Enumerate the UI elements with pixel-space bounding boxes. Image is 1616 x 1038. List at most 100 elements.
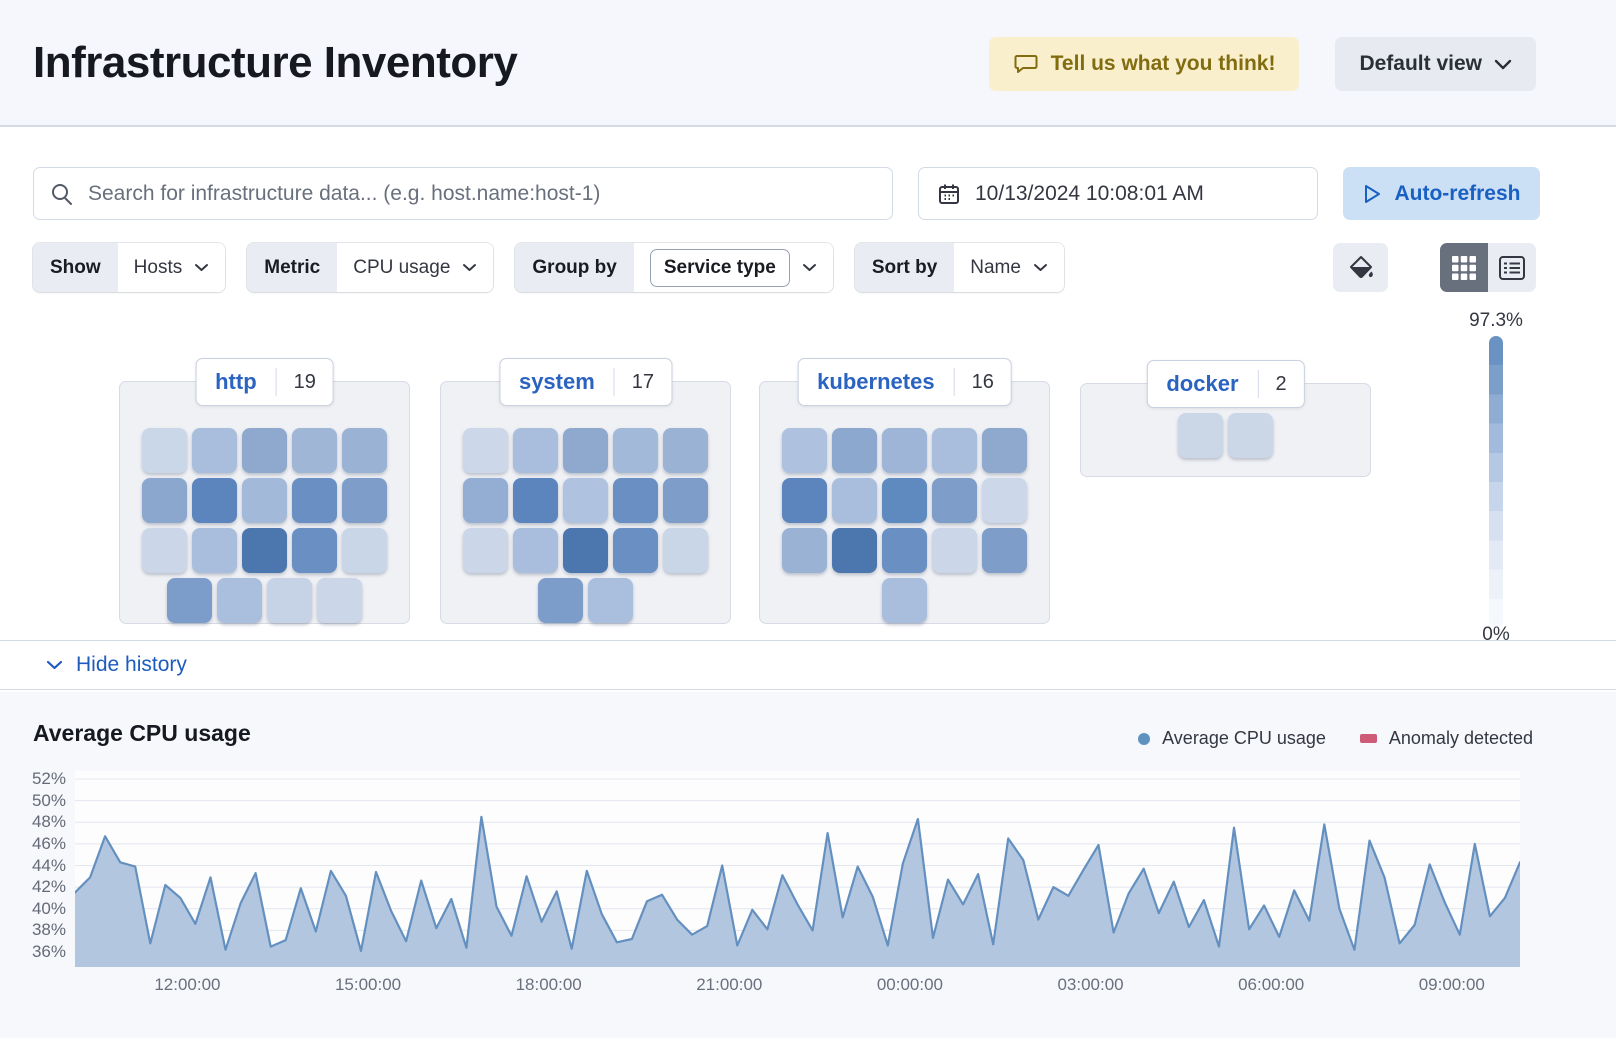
host-tile[interactable] [242,528,287,573]
cpu-history-chart [75,771,1520,967]
host-tile[interactable] [342,428,387,473]
y-axis-tick-label: 36% [31,942,66,961]
search-input[interactable] [86,180,876,207]
show-select[interactable]: Hosts [117,243,226,292]
host-tile[interactable] [142,528,187,573]
datetime-value: 10/13/2024 10:08:01 AM [975,181,1204,205]
y-axis-tick-label: 44% [31,855,66,875]
tile-row [882,578,927,623]
host-tile[interactable] [342,478,387,523]
legend-options-button[interactable] [1333,243,1388,292]
host-tile[interactable] [782,478,827,523]
host-tile[interactable] [242,478,287,523]
legend-item-avg-cpu[interactable]: Average CPU usage [1138,728,1326,749]
map-view-button[interactable] [1440,243,1488,292]
legend-item-anomaly[interactable]: Anomaly detected [1359,728,1533,749]
x-axis-tick-label: 15:00:00 [334,975,402,994]
host-tile[interactable] [1228,413,1273,458]
host-tile[interactable] [563,478,608,523]
chevron-down-icon [463,264,477,271]
auto-refresh-button[interactable]: Auto-refresh [1343,167,1540,220]
host-tile[interactable] [167,578,212,623]
host-tile[interactable] [292,478,337,523]
host-tile[interactable] [513,478,558,523]
auto-refresh-label: Auto-refresh [1394,181,1521,205]
host-tile[interactable] [142,478,187,523]
host-tile[interactable] [292,428,337,473]
host-tile[interactable] [663,478,708,523]
host-tile[interactable] [463,478,508,523]
host-tile[interactable] [982,528,1027,573]
host-tile[interactable] [292,528,337,573]
tile-row [538,578,633,623]
host-tile[interactable] [142,428,187,473]
host-tile[interactable] [192,428,237,473]
page-header: Infrastructure Inventory Tell us what yo… [0,0,1616,127]
tile-row [142,478,387,523]
x-axis-tick-label: 09:00:00 [1418,975,1485,994]
host-tile[interactable] [192,478,237,523]
host-tile[interactable] [832,428,877,473]
groupby-label: Group by [515,243,634,292]
hide-history-toggle[interactable]: Hide history [0,640,1616,690]
host-tile[interactable] [267,578,312,623]
table-view-button[interactable] [1488,243,1536,292]
host-tile[interactable] [932,478,977,523]
y-axis-tick-label: 48% [31,812,66,832]
metric-select[interactable]: CPU usage [337,243,494,292]
view-selector-button[interactable]: Default view [1335,37,1536,91]
host-tile[interactable] [563,528,608,573]
host-tile[interactable] [1178,413,1223,458]
host-tile[interactable] [538,578,583,623]
feedback-button[interactable]: Tell us what you think! [988,37,1300,91]
host-tile[interactable] [932,528,977,573]
groupby-value-pill[interactable]: Service type [649,248,790,287]
host-tile[interactable] [342,528,387,573]
group-count: 16 [971,370,994,393]
host-tile[interactable] [317,578,362,623]
host-tile[interactable] [242,428,287,473]
metric-value: CPU usage [353,256,451,278]
host-tile[interactable] [563,428,608,473]
host-tile[interactable] [663,528,708,573]
host-tile[interactable] [217,578,262,623]
search-icon [50,182,74,206]
host-tile[interactable] [932,428,977,473]
host-tile[interactable] [982,428,1027,473]
host-tile[interactable] [463,428,508,473]
host-tile[interactable] [882,478,927,523]
host-tile[interactable] [882,578,927,623]
x-axis-tick-label: 21:00:00 [696,975,763,994]
tile-grid [441,428,730,623]
host-tile[interactable] [882,428,927,473]
host-tile[interactable] [613,428,658,473]
play-icon [1362,183,1382,205]
host-tile[interactable] [663,428,708,473]
host-tile[interactable] [832,478,877,523]
host-tile[interactable] [588,578,633,623]
host-tile[interactable] [513,528,558,573]
sortby-select[interactable]: Name [954,243,1064,292]
show-value: Hosts [133,256,183,278]
metric-control: Metric CPU usage [247,243,494,292]
host-tile[interactable] [613,478,658,523]
view-mode-toggle [1440,243,1536,292]
host-tile[interactable] [882,528,927,573]
host-tile[interactable] [463,528,508,573]
host-tile[interactable] [982,478,1027,523]
host-tile[interactable] [613,528,658,573]
host-tile[interactable] [832,528,877,573]
scale-max-label: 97.3% [1469,310,1523,331]
host-tile[interactable] [192,528,237,573]
host-tile[interactable] [782,428,827,473]
host-tile[interactable] [513,428,558,473]
host-tile[interactable] [782,528,827,573]
groupby-select[interactable]: Service type [633,243,833,292]
date-picker-button[interactable]: 10/13/2024 10:08:01 AM [918,167,1318,220]
